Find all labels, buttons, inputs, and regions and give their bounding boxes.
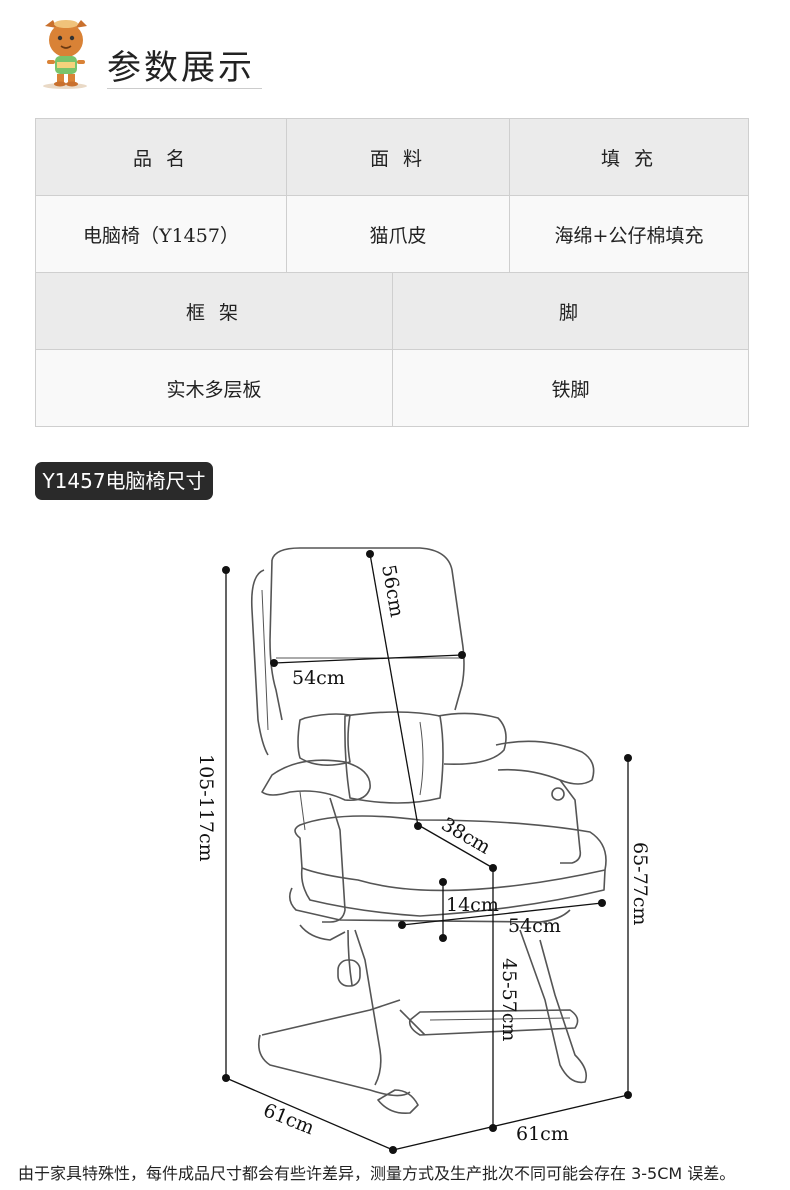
dim-base-width: 61cm — [516, 1123, 569, 1145]
table-header-cell: 填 充 — [509, 118, 749, 196]
chair-dimension-diagram: 56cm 54cm 105-117cm 38cm 14cm 54cm 65-77… — [195, 547, 651, 1154]
dimension-points — [222, 550, 632, 1154]
dim-back-height: 56cm — [377, 563, 408, 619]
chair-illustration — [250, 547, 607, 1115]
dimension-lines — [225, 553, 629, 1151]
title-divider — [107, 88, 262, 89]
table-header-cell: 面 料 — [286, 118, 510, 196]
mascot-logo — [43, 20, 87, 89]
table-row: 品 名 面 料 填 充 — [35, 118, 749, 196]
dim-seat-width: 54cm — [508, 915, 561, 937]
table-header-cell: 框 架 — [35, 272, 393, 350]
dim-seat-height: 45-57cm — [498, 958, 520, 1041]
dim-armrest-height: 65-77cm — [629, 842, 651, 925]
table-row: 电脑椅（Y1457） 猫爪皮 海绵+公仔棉填充 — [35, 195, 749, 273]
spec-table-material: 品 名 面 料 填 充 电脑椅（Y1457） 猫爪皮 海绵+公仔棉填充 — [35, 118, 749, 273]
table-header-cell: 脚 — [392, 272, 749, 350]
footer-disclaimer: 由于家具特殊性，每件成品尺寸都会有些许差异，测量方式及生产批次不同可能会存在 3… — [18, 1164, 736, 1183]
table-header-cell: 品 名 — [35, 118, 287, 196]
table-cell: 海绵+公仔棉填充 — [509, 195, 749, 273]
dim-total-height: 105-117cm — [195, 754, 217, 862]
spec-table-frame: 框 架 脚 实木多层板 铁脚 — [35, 272, 749, 427]
section-header: 参数展示 — [35, 18, 295, 93]
table-row: 框 架 脚 — [35, 272, 749, 350]
table-cell: 猫爪皮 — [286, 195, 510, 273]
table-cell: 铁脚 — [392, 349, 749, 427]
table-row: 实木多层板 铁脚 — [35, 349, 749, 427]
size-section-badge: Y1457电脑椅尺寸 — [35, 462, 213, 500]
dim-back-width: 54cm — [292, 667, 345, 689]
dim-seat-thickness: 14cm — [446, 894, 499, 916]
table-cell: 电脑椅（Y1457） — [35, 195, 287, 273]
page-title: 参数展示 — [107, 48, 255, 88]
table-cell: 实木多层板 — [35, 349, 393, 427]
